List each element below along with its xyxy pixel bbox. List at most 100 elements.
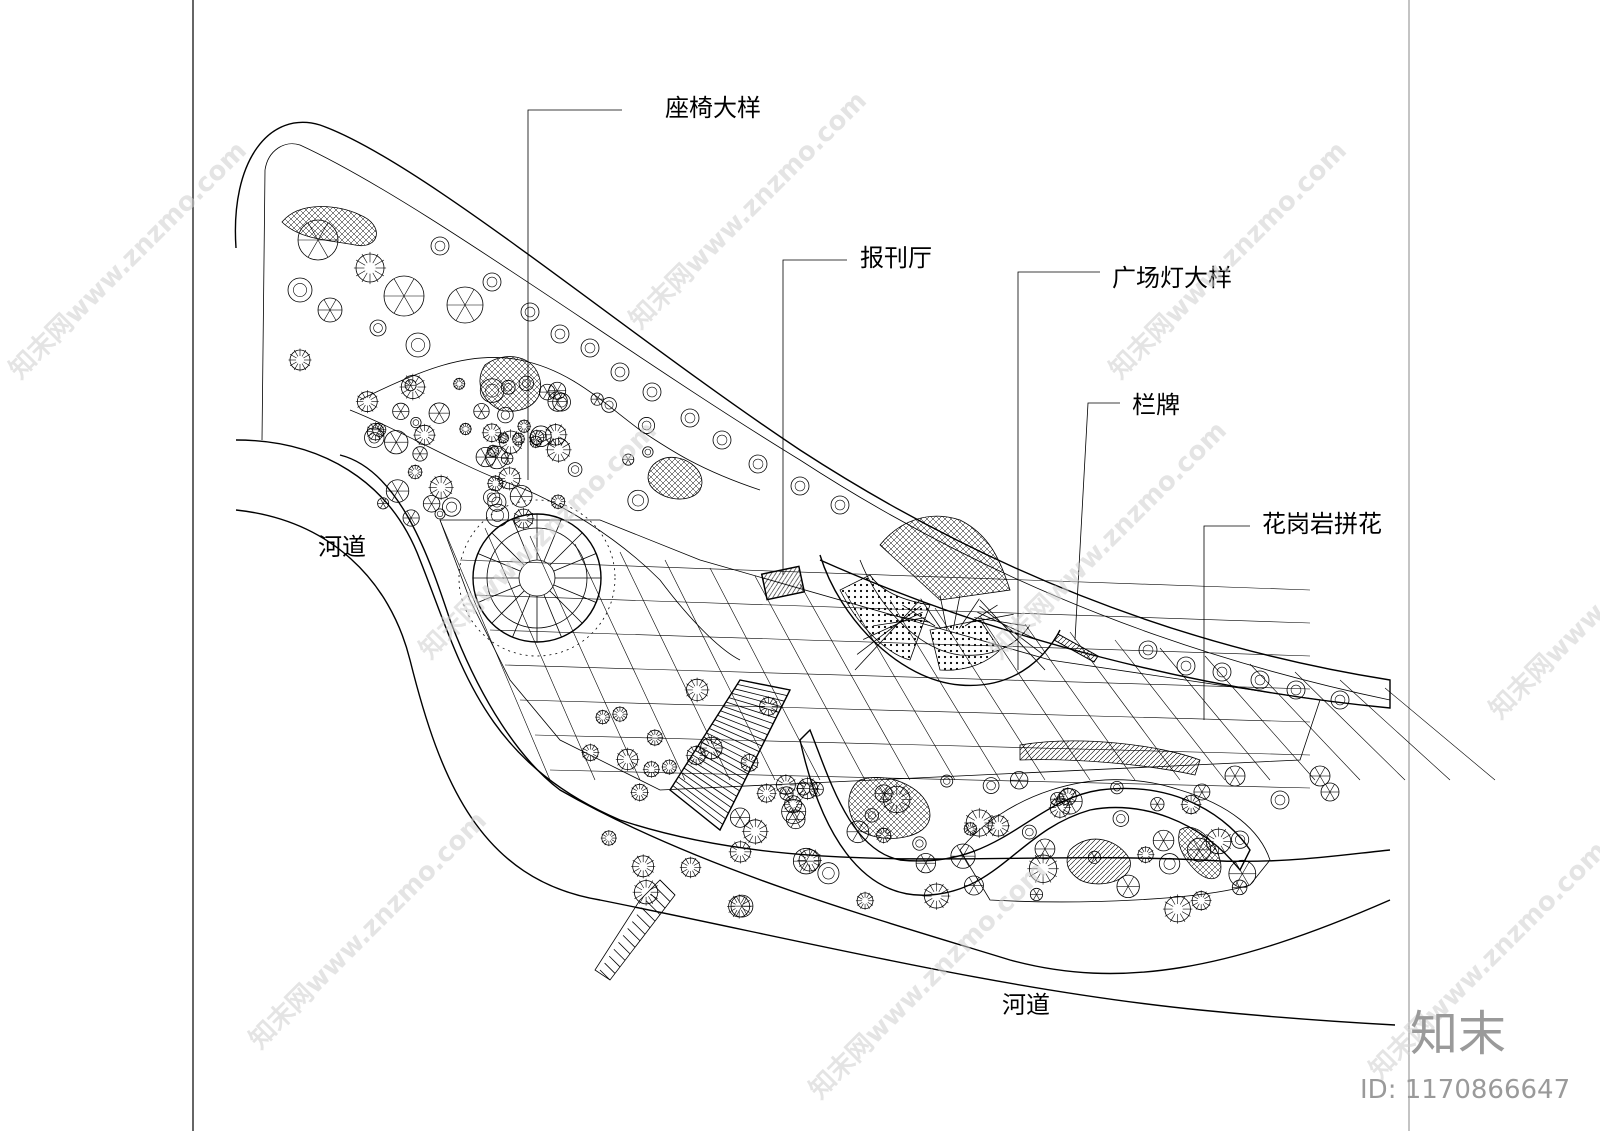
tree-symbol <box>497 429 524 456</box>
tree-symbol <box>428 402 450 424</box>
tree-symbol <box>385 479 410 503</box>
tree-symbol <box>1029 887 1044 902</box>
tree-symbol <box>727 894 752 919</box>
tree-symbol <box>622 453 635 466</box>
tree-symbol <box>497 406 514 424</box>
tree-symbol <box>739 753 760 773</box>
tree-symbol <box>680 408 700 428</box>
tree-symbol <box>1056 788 1083 815</box>
tree-symbol <box>428 474 454 500</box>
tree-symbol <box>797 847 823 873</box>
label-river-upper: 河道 <box>318 533 366 561</box>
tree-symbol <box>1309 765 1331 787</box>
tree-symbol <box>550 494 566 510</box>
site-boundary <box>234 121 1391 709</box>
shrub-mass <box>848 776 931 839</box>
tree-symbol <box>1330 690 1350 710</box>
tree-symbol <box>950 843 976 869</box>
watermark-text: 知末网www.znzmo.com <box>1104 136 1353 385</box>
tree-symbol <box>1027 852 1059 885</box>
circular-pavilion <box>458 499 616 657</box>
tree-symbol <box>422 495 441 513</box>
tree-symbol <box>384 430 409 455</box>
tree-symbol <box>402 509 420 527</box>
watermark-text: 知末网www.znzmo.com <box>1484 476 1600 725</box>
shrub-mass <box>647 457 703 500</box>
watermark-group: 知末网www.znzmo.com 知末网www.znzmo.com 知末网www… <box>4 86 1600 1105</box>
watermark-text: 知末网www.znzmo.com <box>984 416 1233 665</box>
tree-symbol <box>1138 640 1158 660</box>
tree-symbol <box>543 423 568 447</box>
tree-symbol <box>864 808 879 823</box>
tree-symbol <box>509 484 533 508</box>
tree-symbol <box>595 709 611 725</box>
tree-symbol <box>500 379 516 395</box>
tree-symbol <box>982 777 1000 794</box>
tree-symbol <box>518 375 535 392</box>
watermark-text: 知末网www.znzmo.com <box>4 136 253 385</box>
tree-symbol <box>1176 656 1196 676</box>
tree-symbol <box>1250 670 1270 690</box>
tree-symbol <box>1112 810 1130 827</box>
tree-symbol <box>915 853 936 874</box>
tree-symbol <box>520 302 540 322</box>
tree-symbol <box>1009 771 1029 790</box>
lower-planting-bed-2 <box>959 779 1271 903</box>
tree-symbol <box>1136 845 1155 864</box>
tree-symbol <box>728 840 752 864</box>
tree-symbol <box>881 784 913 815</box>
tree-symbol <box>1231 879 1248 896</box>
tree-symbol <box>473 403 490 420</box>
tree-symbol <box>1110 780 1124 795</box>
tree-symbol <box>610 362 630 382</box>
tree-symbol <box>601 397 617 413</box>
tree-symbol <box>567 462 583 477</box>
tree-symbol <box>922 882 951 910</box>
shrub-mass <box>1178 827 1222 880</box>
tree-symbol <box>405 332 431 358</box>
watermark-text: 知末网www.znzmo.com <box>624 86 873 335</box>
tree-symbol <box>1187 837 1212 862</box>
sign-board-shape <box>1053 633 1099 663</box>
tree-symbol <box>756 783 777 804</box>
tree-symbol <box>581 743 600 762</box>
tree-symbol <box>741 818 769 845</box>
tree-symbol <box>1162 894 1193 924</box>
tree-symbol <box>830 495 850 515</box>
tree-symbol <box>964 875 984 896</box>
river-bank-lower <box>235 509 1396 1026</box>
tree-symbol <box>442 497 462 517</box>
tree-symbol <box>392 402 410 420</box>
tree-symbol <box>475 446 496 468</box>
upper-path-2 <box>359 357 761 491</box>
tree-symbol <box>485 503 510 527</box>
tree-symbol <box>1320 782 1340 802</box>
tree-symbol <box>1193 783 1211 801</box>
tree-symbol <box>627 489 649 512</box>
tree-symbol <box>430 236 450 256</box>
tree-symbol <box>552 392 571 412</box>
tree-symbol <box>479 378 505 403</box>
tree-symbol <box>792 847 820 875</box>
tree-symbol <box>631 854 656 879</box>
tree-symbol <box>642 760 661 778</box>
tree-symbol <box>1116 874 1140 899</box>
tree-symbol <box>377 497 390 510</box>
tree-symbol <box>600 829 617 847</box>
tree-symbol <box>434 508 446 520</box>
tree-symbol <box>1150 797 1165 812</box>
tree-symbol <box>545 436 572 463</box>
tree-symbol <box>875 827 892 844</box>
label-granite-paving: 花岗岩拼花 <box>1262 510 1382 538</box>
tree-symbol <box>809 781 824 797</box>
tree-symbol <box>580 338 600 358</box>
tree-symbol <box>940 774 954 788</box>
tree-symbol <box>796 777 820 801</box>
tree-symbol <box>1228 859 1257 888</box>
tree-symbol <box>452 377 466 391</box>
tree-symbol <box>413 423 436 447</box>
tree-symbol <box>1021 824 1037 840</box>
tree-symbol <box>317 297 343 323</box>
tree-symbol <box>912 836 927 851</box>
tree-symbol <box>404 379 417 392</box>
